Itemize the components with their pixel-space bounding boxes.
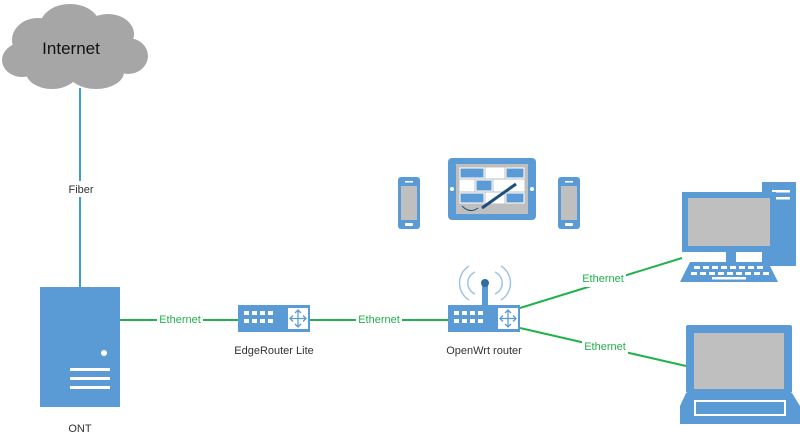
router-icon [238,305,310,332]
svg-text:Ethernet: Ethernet [159,314,201,326]
ethernet-label-edgerouter-openwrt: Ethernet [356,312,402,328]
svg-text:Ethernet: Ethernet [584,341,626,353]
svg-text:Ethernet: Ethernet [582,273,624,285]
wireless-router-icon [448,265,520,332]
internet-label: Internet [42,39,100,58]
svg-text:Ethernet: Ethernet [358,314,400,326]
smartphone-icon [398,177,420,229]
server-tower-icon [40,287,120,407]
cloud-icon [2,4,148,89]
edgerouter-label: EdgeRouter Lite [234,345,314,357]
tablet-icon [448,158,536,220]
smartphone-icon [558,177,580,229]
ont-label: ONT [68,423,92,435]
openwrt-label: OpenWrt router [446,345,522,357]
ethernet-label-ont-edgerouter: Ethernet [157,312,203,328]
laptop-icon [680,325,800,424]
ethernet-label-openwrt-desktop: Ethernet [580,271,626,287]
svg-text:Fiber: Fiber [68,184,93,196]
ethernet-label-openwrt-laptop: Ethernet [582,339,628,355]
fiber-label: Fiber [64,181,98,197]
desktop-computer-icon [680,182,796,282]
